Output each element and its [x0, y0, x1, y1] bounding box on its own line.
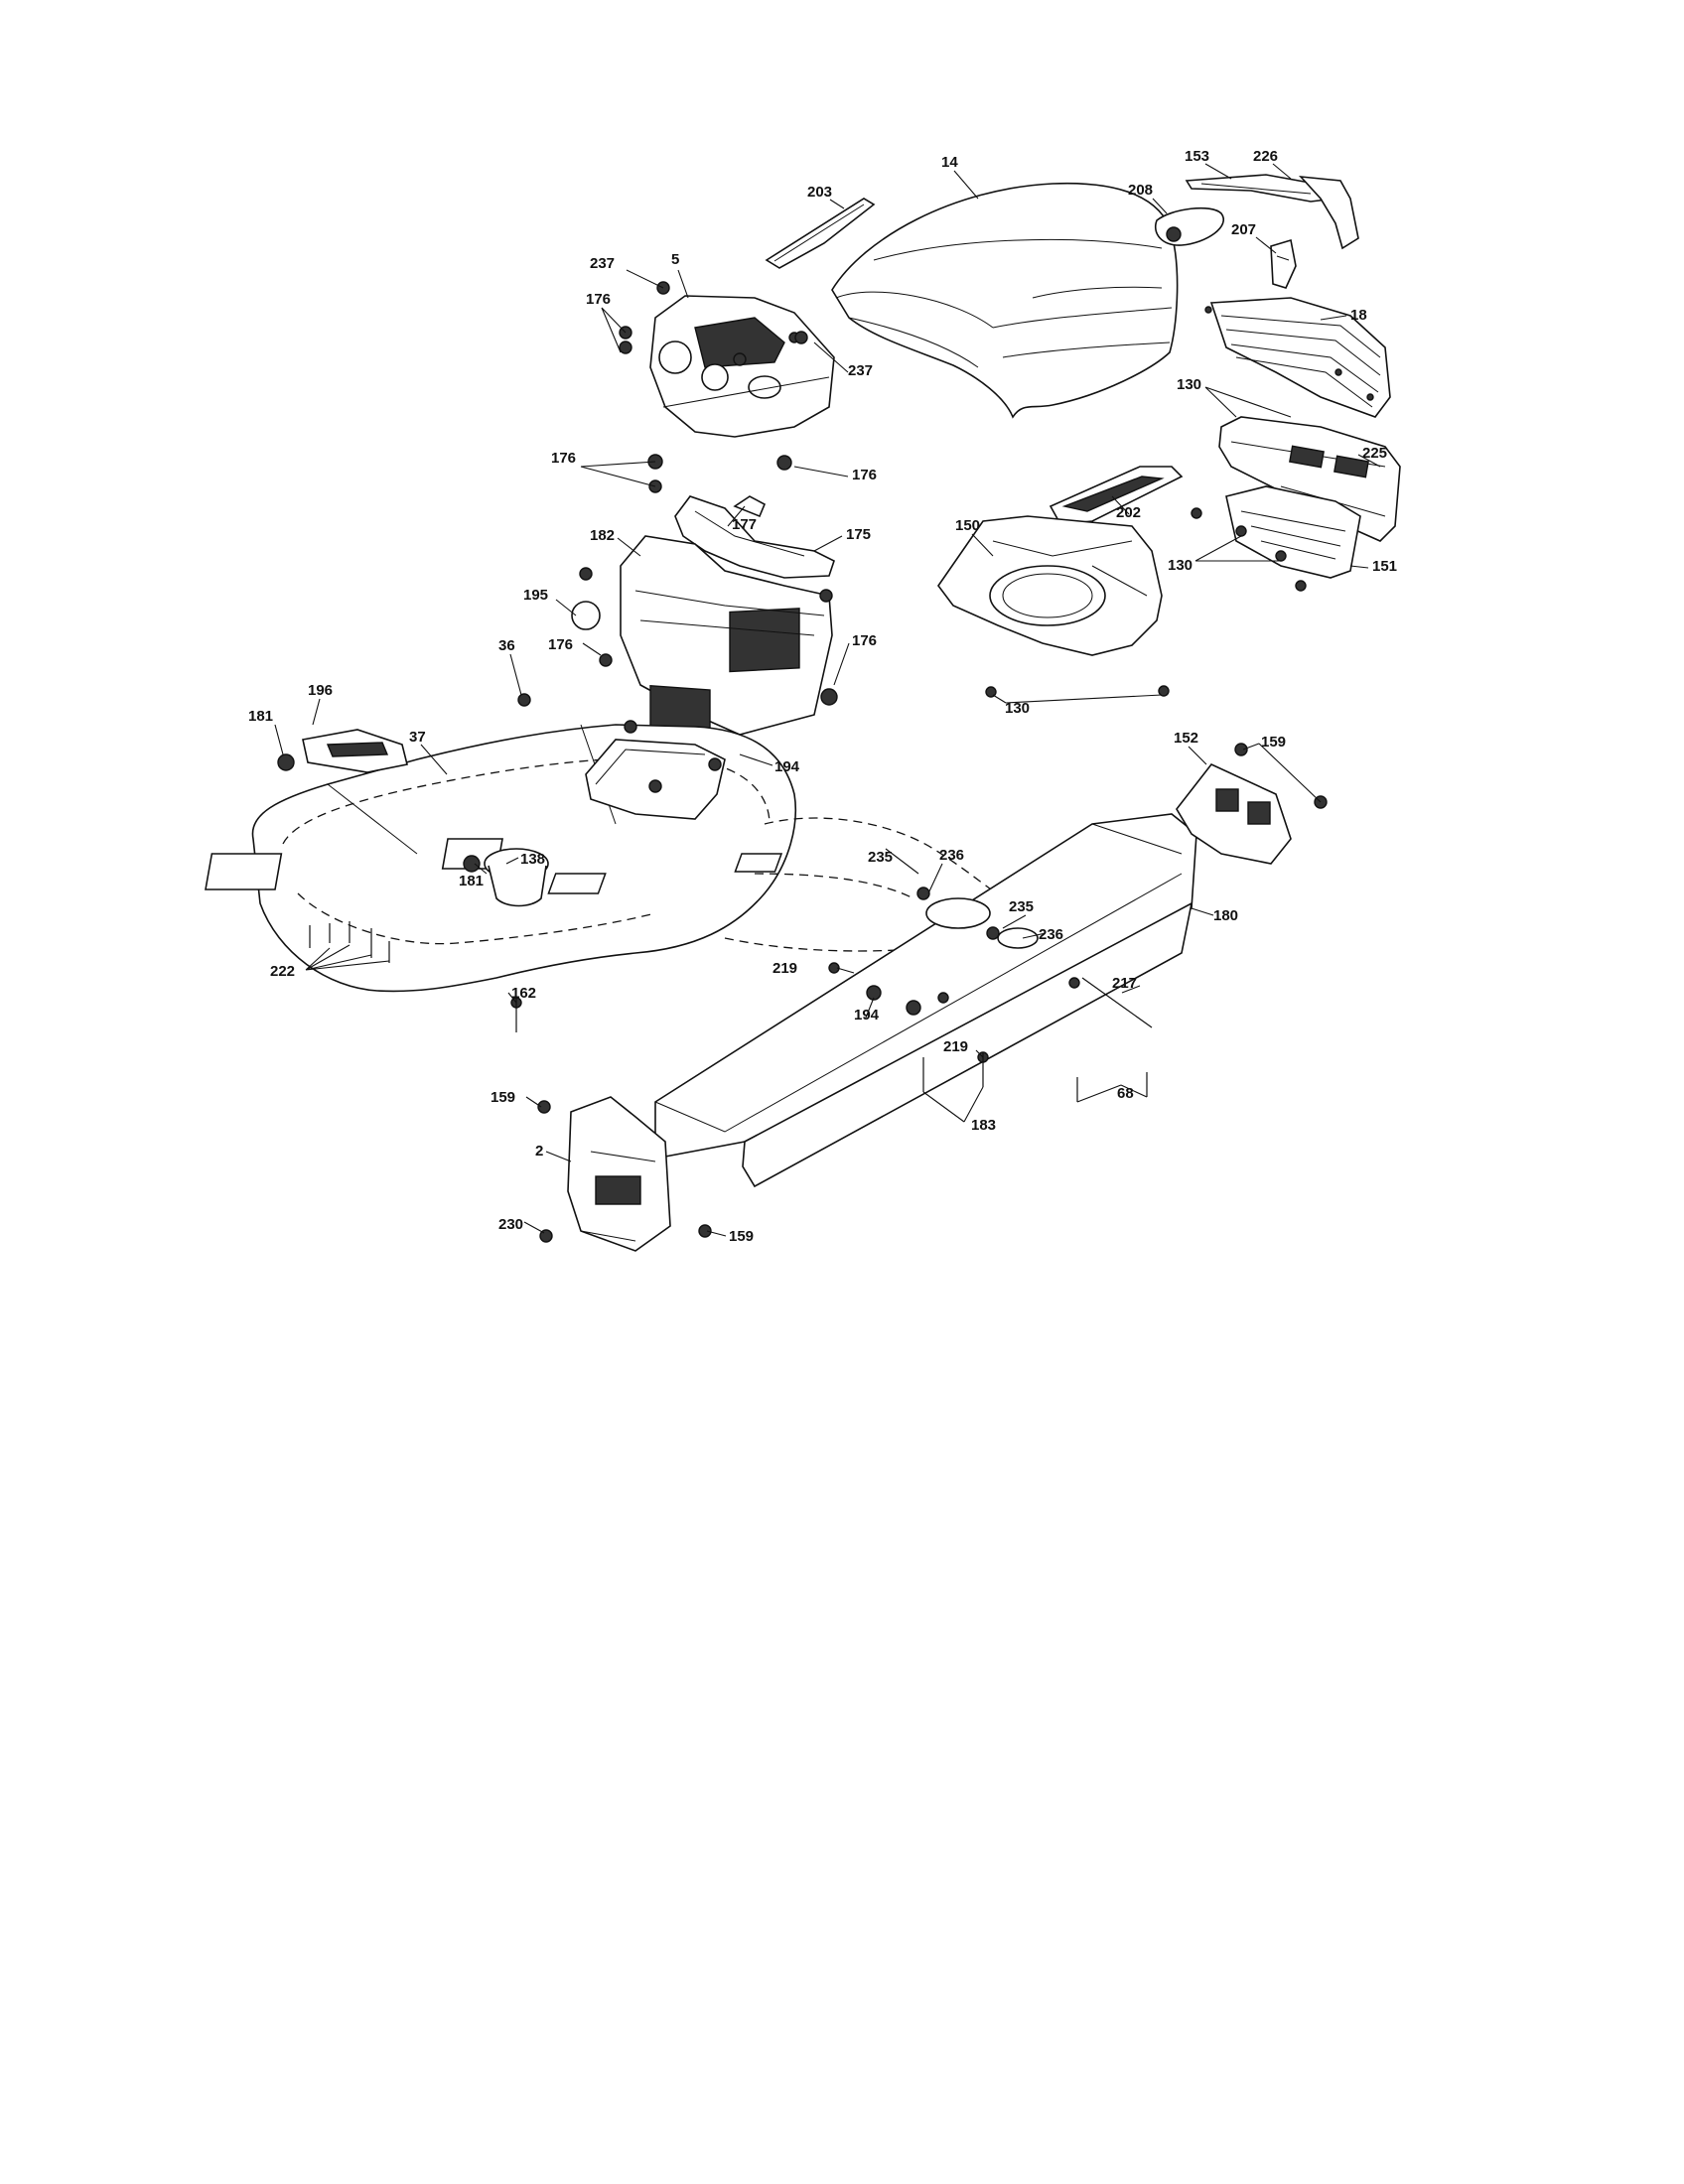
label-181-lower: 181: [459, 873, 484, 889]
label-222: 222: [270, 963, 295, 980]
dash-bracket-part: [674, 495, 835, 579]
frame-part: [547, 813, 1197, 1188]
label-175: 175: [846, 526, 871, 543]
label-219-lower: 219: [943, 1038, 968, 1055]
grille-part: [1204, 297, 1391, 418]
label-181-upper: 181: [248, 708, 273, 725]
front-bracket-part: [567, 1096, 671, 1252]
label-207: 207: [1231, 221, 1256, 238]
label-195: 195: [523, 587, 548, 604]
label-162: 162: [511, 985, 536, 1002]
label-225: 225: [1362, 445, 1387, 462]
plug-part: [571, 601, 601, 630]
label-37: 37: [409, 729, 426, 746]
upper-trim-part: [1185, 174, 1359, 250]
pedal-pad-part: [302, 729, 408, 773]
label-130-shroud: 130: [1005, 700, 1030, 717]
label-138: 138: [520, 851, 545, 868]
label-177: 177: [732, 516, 757, 533]
label-217: 217: [1112, 975, 1137, 992]
label-152: 152: [1174, 730, 1198, 747]
cup-part: [484, 848, 549, 907]
part-number-labels: 14 203 153 226 208 207 237 5 176 237 18 …: [248, 148, 1397, 1245]
label-130-bracket: 130: [1168, 557, 1193, 574]
dash-panel-part: [649, 295, 835, 438]
label-219-upper: 219: [772, 960, 797, 977]
air-shroud-part: [937, 515, 1163, 656]
rod-part: [1081, 977, 1153, 1028]
hood-part: [831, 182, 1179, 419]
label-159-bracket: 159: [729, 1228, 754, 1245]
label-150: 150: [955, 517, 980, 534]
label-235-lower: 235: [1009, 898, 1034, 915]
label-194-footrest: 194: [774, 758, 800, 775]
label-159-front: 159: [491, 1089, 515, 1106]
label-202: 202: [1116, 504, 1141, 521]
lens-part: [1049, 466, 1184, 525]
label-176-bracket: 176: [551, 450, 576, 467]
label-5: 5: [671, 251, 679, 268]
label-36: 36: [498, 637, 515, 654]
label-236-upper: 236: [939, 847, 964, 864]
console-part: [620, 535, 833, 746]
lamp-clip-part: [1270, 238, 1297, 289]
label-176-console-right: 176: [852, 632, 877, 649]
side-trim-part: [765, 198, 876, 269]
label-230: 230: [498, 1216, 523, 1233]
label-68: 68: [1117, 1085, 1134, 1102]
fasteners: [277, 281, 1328, 1243]
label-237-right: 237: [848, 362, 873, 379]
label-226: 226: [1253, 148, 1278, 165]
headlight-bracket-part: [1191, 485, 1361, 592]
label-235-upper: 235: [868, 849, 893, 866]
label-236-lower: 236: [1039, 926, 1063, 943]
label-18: 18: [1350, 307, 1367, 324]
label-182: 182: [590, 527, 615, 544]
label-153: 153: [1185, 148, 1209, 165]
label-176-dash: 176: [852, 467, 877, 483]
label-2: 2: [535, 1143, 543, 1160]
headlight-lens-part: [1155, 206, 1224, 246]
label-180: 180: [1213, 907, 1238, 924]
label-176-console-left: 176: [548, 636, 573, 653]
label-176-upper: 176: [586, 291, 611, 308]
label-14: 14: [941, 154, 958, 171]
label-237-upper-left: 237: [590, 255, 615, 272]
rear-bracket-part: [1176, 763, 1292, 865]
label-203: 203: [807, 184, 832, 201]
label-151: 151: [1372, 558, 1397, 575]
label-159-rear: 159: [1261, 734, 1286, 751]
label-194-frame: 194: [854, 1007, 880, 1024]
leader-lines: [274, 163, 1381, 1237]
seat-opening-part: [585, 739, 726, 820]
label-208: 208: [1128, 182, 1153, 199]
label-130-grille: 130: [1177, 376, 1201, 393]
label-196: 196: [308, 682, 333, 699]
label-183: 183: [971, 1117, 996, 1134]
